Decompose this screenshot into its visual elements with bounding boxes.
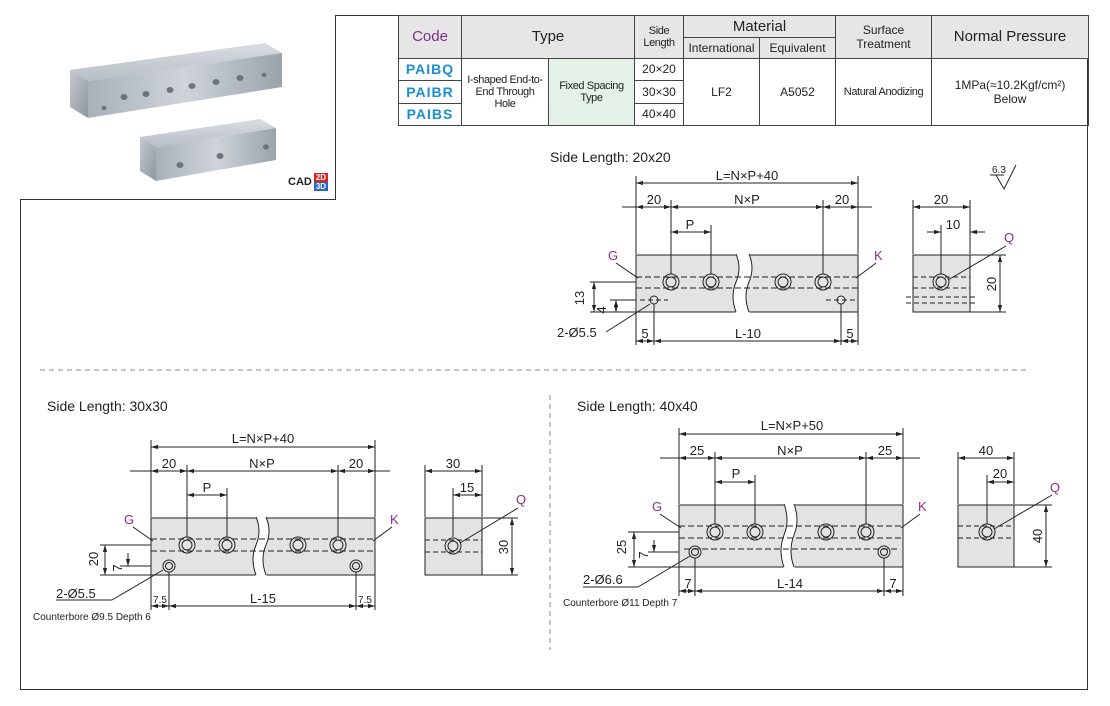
dim-bottom-right-20: 5 [846,326,853,341]
side-height-40: 40 [1030,529,1045,543]
code-paibr: PAIBR [398,80,462,104]
label-k-40: K [918,499,927,514]
counterbore-30: Counterbore Ø9.5 Depth 6 [33,612,151,623]
dim-pitch-30: P [203,480,212,495]
type-sub: Fixed Spacing Type [548,57,635,127]
dim-right-30: 20 [349,456,363,471]
label-k-20: K [874,248,883,263]
dim-right-20: 20 [835,192,849,207]
label-g-20: G [608,248,618,263]
header-type: Type [461,15,635,59]
dim-pitch-40: P [732,466,741,481]
type-main: I-shaped End-to-End Through Hole [461,57,549,127]
badge-2d: 2D [313,173,329,182]
label-g-40: G [652,499,662,514]
side-height-30: 30 [496,540,511,554]
holes-20: 2-Ø5.5 [557,325,597,340]
product-image [70,43,282,181]
dim-bottom-mid-20: L-10 [735,326,761,341]
cad-badge: CAD 2D 3D [286,172,329,192]
equivalent-value: A5052 [758,57,837,127]
dim-middle-30: N×P [249,456,275,471]
dim-left-30: 20 [162,456,176,471]
counterbore-40: Counterbore Ø11 Depth 7 [563,598,678,609]
pressure-line2: Below [993,91,1027,106]
dim-middle-20: N×P [734,192,760,207]
title-30: Side Length: 30x30 [47,398,168,414]
cad-label: CAD [288,176,312,188]
dim-middle-40: N×P [777,443,803,458]
title-40: Side Length: 40x40 [577,398,698,414]
header-normal-pressure: Normal Pressure [931,15,1090,59]
side-length-40: 40×40 [634,102,684,127]
side-width-20: 20 [934,192,948,207]
overall-40: L=N×P+50 [761,418,824,433]
dim-left-40: 25 [690,443,704,458]
badge-3d: 3D [313,182,329,191]
holes-30: 2-Ø5.5 [56,586,96,601]
surface-value: Natural Anodizing [835,57,933,127]
header-international: International [683,37,760,59]
spec-table: Code Type Side Length Material Surface T… [398,14,1090,127]
side-half-40: 20 [993,466,1007,481]
dim-height-40: 25 [614,540,629,554]
label-q-40: Q [1050,480,1060,495]
label-q-30: Q [516,492,526,507]
title-20: Side Length: 20x20 [550,149,671,165]
drawing-30x30: Side Length: 30x30 L=N×P+40 20 N×P 20 P … [33,398,526,623]
dim-bottom-right-40: 7 [889,576,896,591]
code-paibq: PAIBQ [398,57,462,82]
dim-bottom-left-40: 7 [684,576,691,591]
dim-left-20: 20 [647,192,661,207]
dim-bottom-right-30: 7.5 [358,595,372,606]
side-half-30: 15 [460,480,474,495]
side-width-40: 40 [979,443,993,458]
overall-20: L=N×P+40 [716,168,779,183]
dim-height-20: 13 [572,291,587,305]
overall-30: L=N×P+40 [232,431,295,446]
dim-bottom-left-30: 7.5 [153,595,167,606]
product-photo [20,15,336,200]
dim-bottom-mid-40: L-14 [777,576,803,591]
header-side-length: Side Length [634,15,684,59]
side-width-30: 30 [446,456,460,471]
dim-height-30: 20 [86,552,101,566]
dim-bottom-mid-30: L-15 [250,591,276,606]
side-half-20: 10 [946,217,960,232]
dim-offset-40: 7 [636,551,651,558]
label-q-20: Q [1004,230,1014,245]
dim-pitch-20: P [686,217,695,232]
holes-40: 2-Ø6.6 [583,572,623,587]
label-g-30: G [124,512,134,527]
label-k-30: K [390,512,399,527]
header-equivalent: Equivalent [758,37,837,59]
international-value: LF2 [683,57,760,127]
dim-offset-30: 7 [110,564,125,571]
side-height-20: 20 [984,277,999,291]
pressure-line1: 1MPa(≈10.2Kgf/cm²) [954,77,1066,92]
drawing-20x20: Side Length: 20x20 6.3 L=N×P+40 20 N×P 2… [550,149,1017,345]
dim-right-40: 25 [878,443,892,458]
roughness-mark: 6.3 [992,165,1006,176]
dim-bottom-left-20: 5 [641,326,648,341]
header-code: Code [398,15,462,59]
pressure-value: 1MPa(≈10.2Kgf/cm²) Below [931,57,1090,127]
header-material: Material [682,14,837,39]
drawing-40x40: Side Length: 40x40 L=N×P+50 25 N×P 25 P … [563,398,1060,609]
code-paibs: PAIBS [398,102,462,127]
dim-offset-20: 4 [594,306,609,313]
